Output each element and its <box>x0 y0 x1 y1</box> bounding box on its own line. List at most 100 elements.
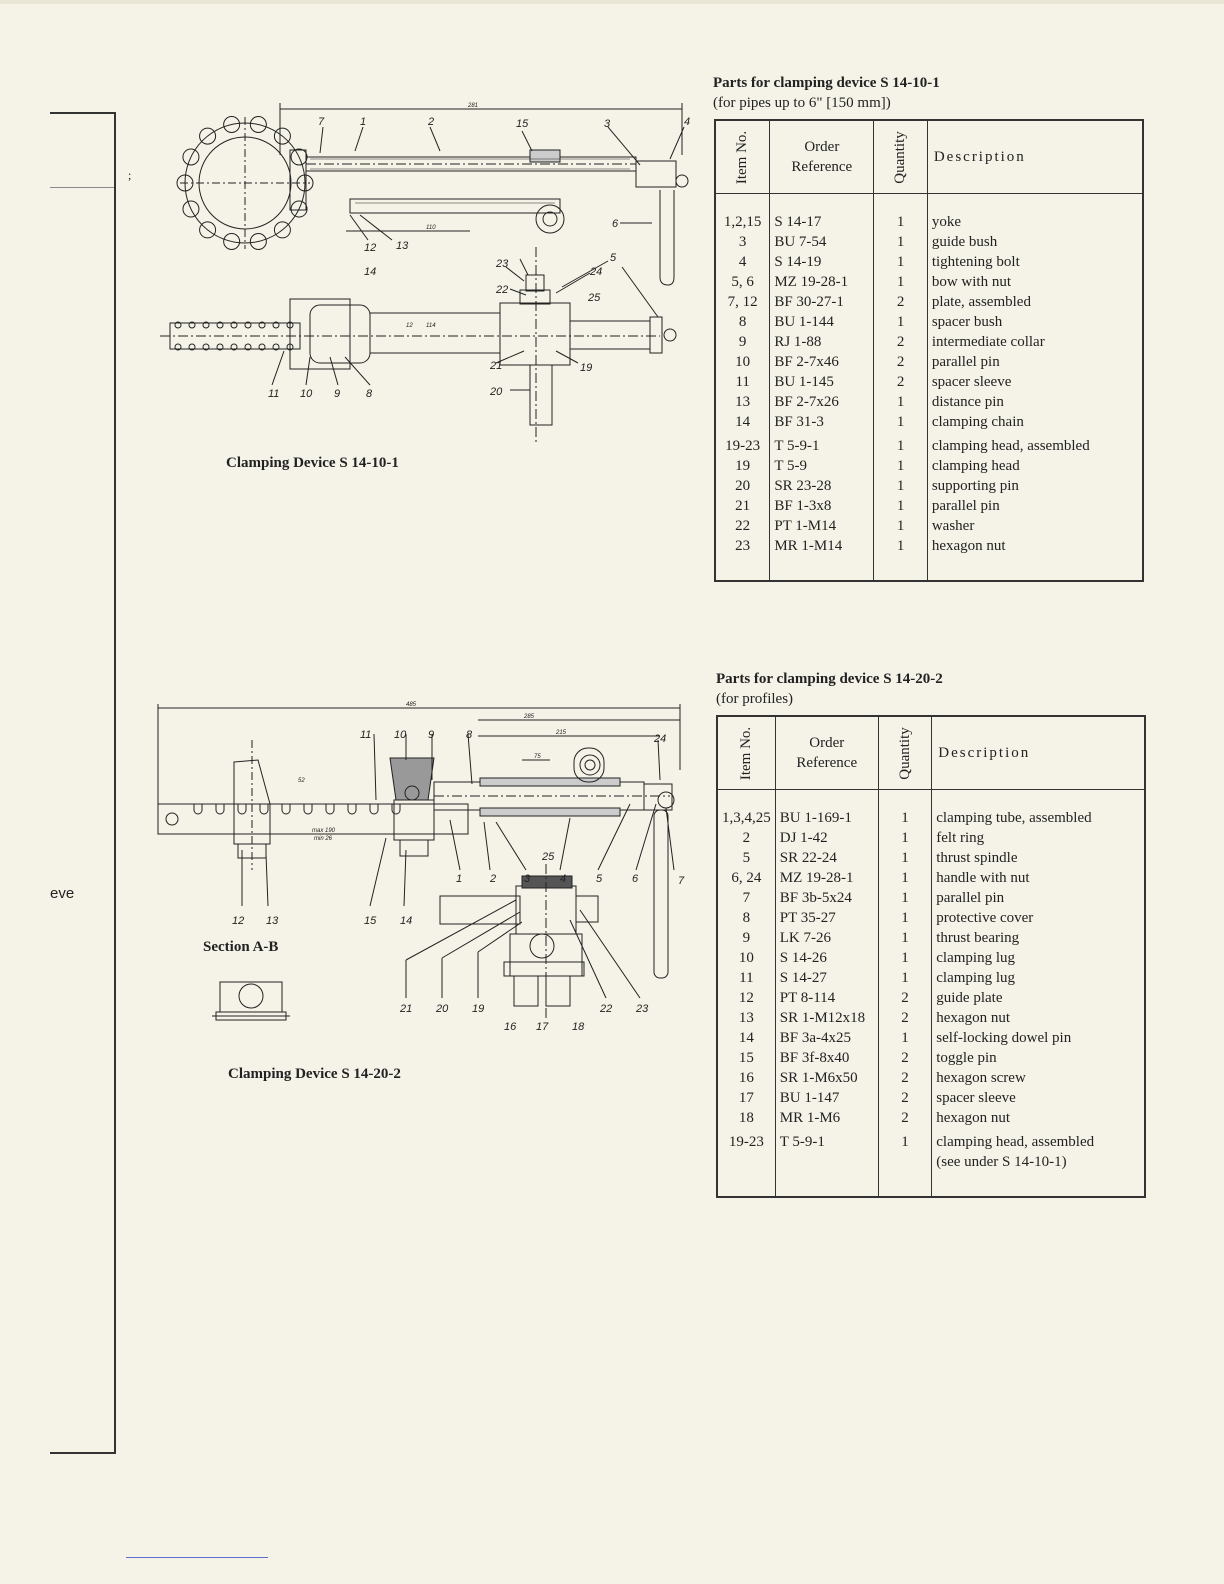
cell-desc: thrust spindle <box>936 850 1018 866</box>
cell-ref <box>775 1152 879 1172</box>
callout2-2: 2 <box>489 873 496 885</box>
callout2-25: 25 <box>541 851 555 863</box>
drawing-2-svg: 11 10 9 8 24 1 2 3 4 5 6 7 25 12 13 15 1… <box>157 702 685 1033</box>
cell-desc: clamping head, assembled <box>931 438 1090 454</box>
page-top-edge <box>0 0 1224 4</box>
cell-desc: clamping lug <box>936 970 1015 986</box>
table-spacer-row <box>715 193 1143 212</box>
cell-ref: MZ 19-28-1 <box>769 272 875 292</box>
supporting-pin-2 <box>439 895 521 925</box>
cell-ref: PT 8-114 <box>775 988 879 1008</box>
chain-link <box>199 221 217 239</box>
cell-item: 5, 6 <box>715 272 771 292</box>
table-1-header-item: Item No. <box>715 120 771 194</box>
cell-ref: MR 1-M14 <box>769 536 875 556</box>
dim2-52: 52 <box>298 778 305 784</box>
guide-tube <box>349 198 561 214</box>
cell-item: 15 <box>717 1048 776 1068</box>
cell-qty: 2 <box>878 1088 933 1108</box>
cell-item: 3 <box>715 232 771 252</box>
cell-qty: 1 <box>873 232 928 252</box>
left-margin-mark: ; <box>128 168 132 182</box>
drawing-2-caption: Clamping Device S 14-20-2 <box>228 1066 401 1082</box>
cell-qty: 1 <box>873 536 928 556</box>
callout-1: 1 <box>360 116 366 128</box>
cell-qty: 1 <box>873 212 928 232</box>
clamping-head <box>499 302 571 366</box>
callout2-17: 17 <box>536 1021 549 1033</box>
callout-5: 5 <box>610 252 617 264</box>
cell-desc: parallel pin <box>931 354 1000 370</box>
cell-desc: plate, assembled <box>931 294 1031 310</box>
bar-notch <box>281 804 291 815</box>
chain-link <box>199 127 217 145</box>
cell-item: 17 <box>717 1088 776 1108</box>
callout-15: 15 <box>516 118 529 130</box>
drawing-1-svg: 7 1 2 15 3 4 6 12 13 14 23 24 5 22 25 21… <box>160 103 690 445</box>
chain-side-link <box>174 321 182 329</box>
cell-desc: intermediate collar <box>931 334 1045 350</box>
cell-qty: 2 <box>873 352 928 372</box>
callout-9: 9 <box>334 388 340 400</box>
chain-side-link <box>258 321 266 329</box>
table-1-heading: Parts for clamping device S 14-10-1 (for… <box>713 73 940 113</box>
callout-8: 8 <box>366 388 373 400</box>
cell-qty: 2 <box>878 988 933 1008</box>
callout-13: 13 <box>396 240 409 252</box>
cell-item: 13 <box>715 392 771 412</box>
cell-item: 8 <box>715 312 771 332</box>
chain-link <box>249 116 267 134</box>
dim-114: 114 <box>426 323 436 329</box>
cell-ref: SR 1-M12x18 <box>775 1008 879 1028</box>
chain-link <box>182 200 200 218</box>
chain-link <box>273 127 291 145</box>
cell-ref: BU 1-145 <box>769 372 875 392</box>
drawing-1-caption: Clamping Device S 14-10-1 <box>226 455 399 471</box>
chain-link <box>249 232 267 250</box>
cell-qty: 1 <box>873 456 928 476</box>
cell-ref: S 14-27 <box>775 968 879 988</box>
cell-qty: 2 <box>873 372 928 392</box>
callout-23: 23 <box>495 258 509 270</box>
cell-item: 13 <box>717 1008 776 1028</box>
dim2-min: min 26 <box>314 836 333 842</box>
bar-notch <box>369 804 379 815</box>
cell-ref: SR 22-24 <box>775 848 879 868</box>
cell-qty: 1 <box>873 412 928 436</box>
callout2-11: 11 <box>360 729 371 741</box>
cell-item: 22 <box>715 516 771 536</box>
chain-link <box>296 174 314 192</box>
callout2-3: 3 <box>524 873 531 885</box>
cell-desc: spacer bush <box>931 314 1003 330</box>
callout2-22: 22 <box>599 1003 612 1015</box>
cell-ref: MZ 19-28-1 <box>775 868 879 888</box>
chain-link <box>223 232 241 250</box>
bar-notch <box>237 804 247 815</box>
chain-side-link <box>188 343 196 351</box>
cell-item: 4 <box>715 252 771 272</box>
cell-ref: BU 1-144 <box>769 312 875 332</box>
callout2-24: 24 <box>653 733 666 745</box>
chain-side-link <box>244 343 252 351</box>
cell-desc: felt ring <box>936 830 985 846</box>
yoke-side-block <box>289 298 351 370</box>
cell-qty: 1 <box>873 436 928 456</box>
cell-item: 23 <box>715 536 771 556</box>
callout-25: 25 <box>587 292 601 304</box>
dim2-75: 75 <box>534 754 541 760</box>
callout2-21: 21 <box>399 1003 412 1015</box>
callout2-14: 14 <box>400 915 412 927</box>
cell-ref: BF 30-27-1 <box>769 292 875 312</box>
chain-side-link <box>230 321 238 329</box>
callout2-19: 19 <box>472 1003 484 1015</box>
cell-item: 16 <box>717 1068 776 1088</box>
yoke-tube-side <box>369 312 501 354</box>
